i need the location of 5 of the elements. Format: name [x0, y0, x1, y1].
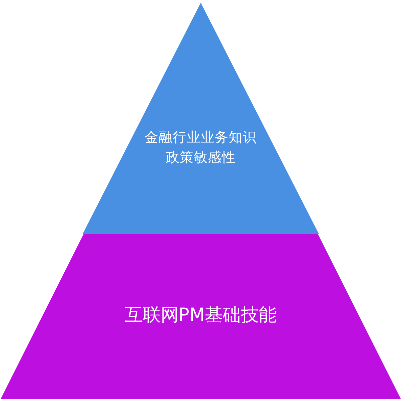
tier-label: 互联网PM基础技能 — [124, 304, 278, 328]
pyramid-tier — [83, 3, 319, 234]
tier-label: 政策敏感性 — [166, 149, 236, 168]
tier-label: 金融行业业务知识 — [145, 129, 257, 148]
pyramid-tier — [1, 234, 401, 399]
